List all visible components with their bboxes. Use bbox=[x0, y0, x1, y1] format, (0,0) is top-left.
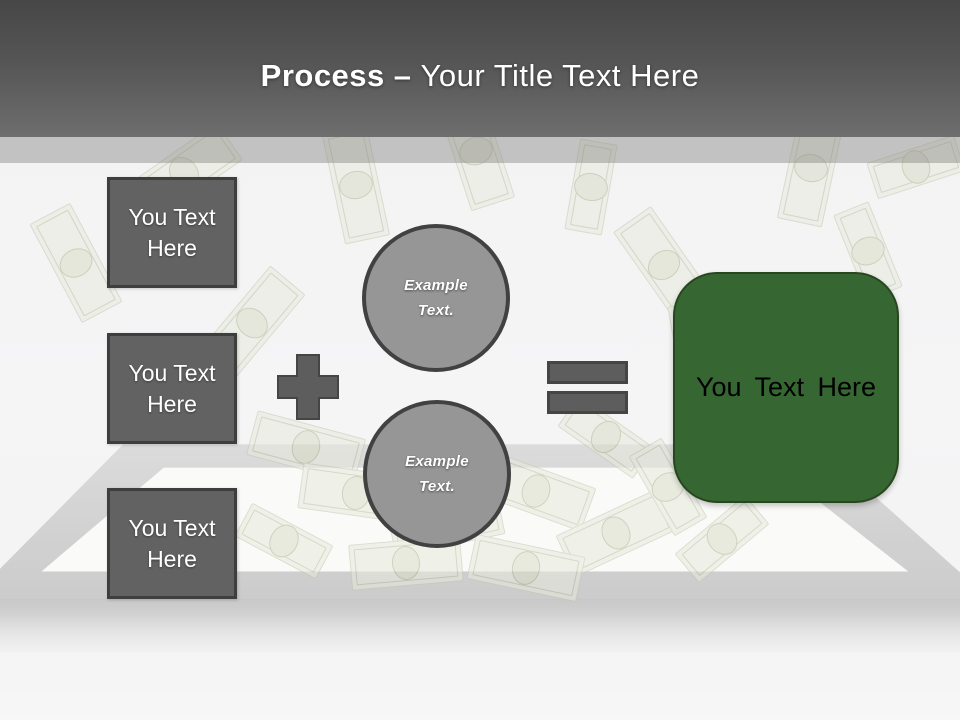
result-box-label: You Text Here bbox=[695, 372, 877, 402]
step-box-1: You Text Here bbox=[107, 177, 237, 288]
equals-bar-top bbox=[547, 361, 628, 384]
plus-icon bbox=[277, 354, 339, 420]
step-box-3: You Text Here bbox=[107, 488, 237, 599]
example-circle-2-label: Example Text. bbox=[405, 453, 469, 495]
example-circle-1-label: Example Text. bbox=[404, 277, 468, 319]
title-keyword: Process bbox=[260, 57, 385, 93]
step-box-2: You Text Here bbox=[107, 333, 237, 444]
step-box-1-label: You Text Here bbox=[128, 203, 216, 261]
result-box: You Text Here bbox=[673, 272, 899, 503]
title-separator: – bbox=[393, 57, 412, 93]
step-box-3-label: You Text Here bbox=[128, 514, 216, 572]
header-underlay-band bbox=[0, 137, 960, 163]
slide-title: Process–Your Title Text Here bbox=[261, 58, 700, 94]
bottom-fade bbox=[0, 612, 960, 720]
title-subtitle: Your Title Text Here bbox=[420, 57, 700, 93]
example-circle-2: Example Text. bbox=[363, 400, 511, 548]
example-circle-1: Example Text. bbox=[362, 224, 510, 372]
equals-icon bbox=[547, 361, 628, 414]
step-box-2-label: You Text Here bbox=[128, 359, 216, 417]
title-bar: Process–Your Title Text Here bbox=[0, 0, 960, 137]
equals-bar-bottom bbox=[547, 391, 628, 414]
